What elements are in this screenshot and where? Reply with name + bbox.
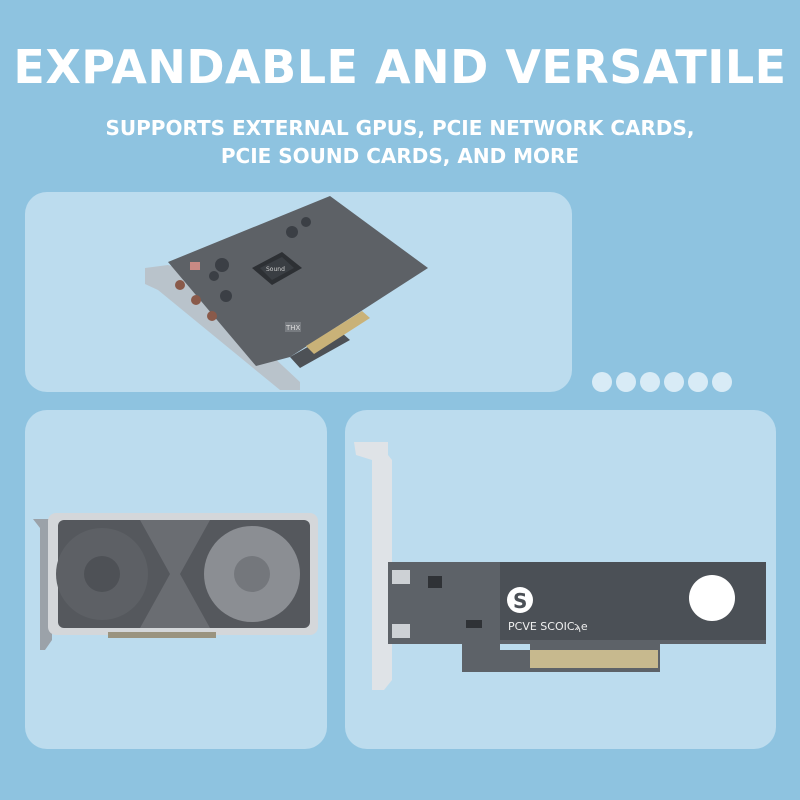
headline: EXPANDABLE AND VERSATILE — [13, 40, 787, 94]
carousel-dot[interactable] — [664, 372, 684, 392]
ssd-adapter-panel — [345, 410, 776, 749]
subheadline-line-1: SUPPORTS EXTERNAL GPUS, PCIE NETWORK CAR… — [105, 116, 695, 140]
carousel-dot[interactable] — [592, 372, 612, 392]
carousel-dots — [592, 372, 752, 394]
gpu-panel — [25, 410, 327, 749]
carousel-dot[interactable] — [640, 372, 660, 392]
subheadline: SUPPORTS EXTERNAL GPUS, PCIE NETWORK CAR… — [0, 114, 800, 170]
sound-card-panel — [25, 192, 572, 392]
subheadline-line-2: PCIE SOUND CARDS, AND MORE — [220, 144, 580, 168]
carousel-dot[interactable] — [616, 372, 636, 392]
carousel-dot[interactable] — [688, 372, 708, 392]
carousel-dot[interactable] — [712, 372, 732, 392]
